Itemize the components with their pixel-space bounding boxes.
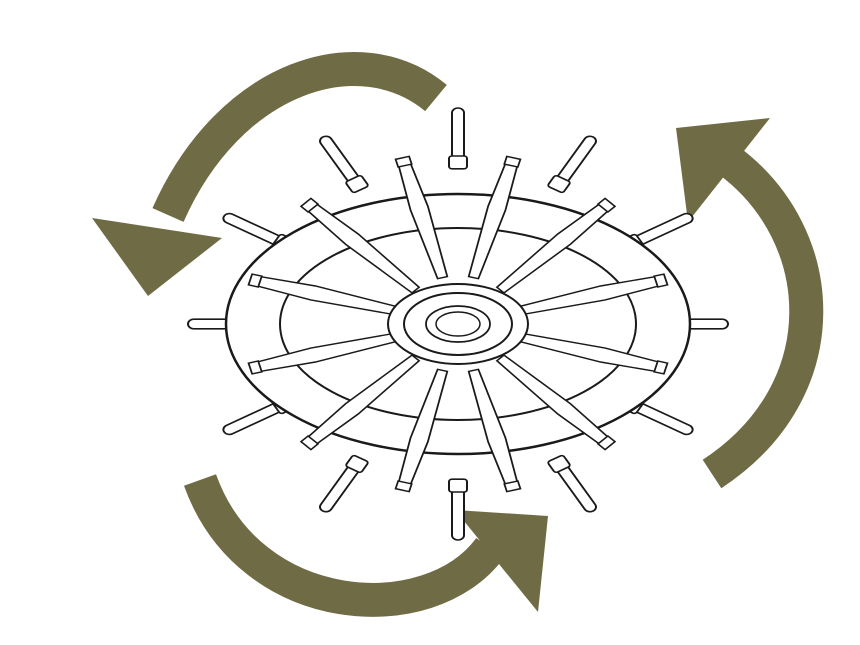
wheel-hub <box>387 283 529 365</box>
wheel-spoke <box>394 368 449 493</box>
wheel-spoke <box>495 354 617 451</box>
ships-wheel-icon <box>187 107 729 541</box>
wheel-spoke <box>394 155 449 280</box>
wheel-handle <box>319 454 369 513</box>
hub-center <box>435 311 481 337</box>
wheel-handle <box>547 454 597 513</box>
wheel-handle <box>319 135 369 194</box>
wheel-handle <box>547 135 597 194</box>
wheel-spoke <box>467 155 522 280</box>
wheel-spoke <box>467 368 522 493</box>
curved-arrow-bottom-icon <box>183 473 548 617</box>
wheel-handle <box>448 107 468 170</box>
wheel-spokes <box>247 155 669 493</box>
curved-arrow-top-left-icon <box>92 52 447 296</box>
curved-arrow-right-icon <box>676 118 824 489</box>
wheel-spoke <box>299 197 421 294</box>
wheel-handle <box>448 478 468 541</box>
wheel-handles <box>187 107 729 541</box>
